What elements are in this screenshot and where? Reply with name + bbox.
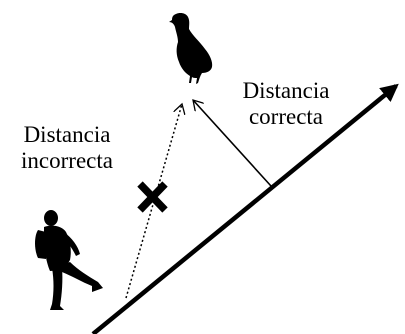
correct-distance-label-line2: correcta bbox=[248, 104, 324, 129]
incorrect-distance-label-line1: Distancia bbox=[23, 122, 111, 147]
incorrect-distance-label-line2: incorrecta bbox=[21, 148, 113, 173]
incorrect-distance-label: Distancia incorrecta bbox=[8, 122, 126, 174]
slope-arrow bbox=[91, 83, 399, 334]
correct-distance-label-line1: Distancia bbox=[242, 78, 330, 103]
bird-silhouette-icon bbox=[169, 13, 213, 84]
correct-distance-arrow bbox=[193, 100, 272, 187]
x-mark-icon bbox=[137, 181, 168, 213]
correct-distance-label: Distancia correcta bbox=[222, 78, 350, 130]
walking-person-silhouette-icon bbox=[35, 210, 103, 310]
